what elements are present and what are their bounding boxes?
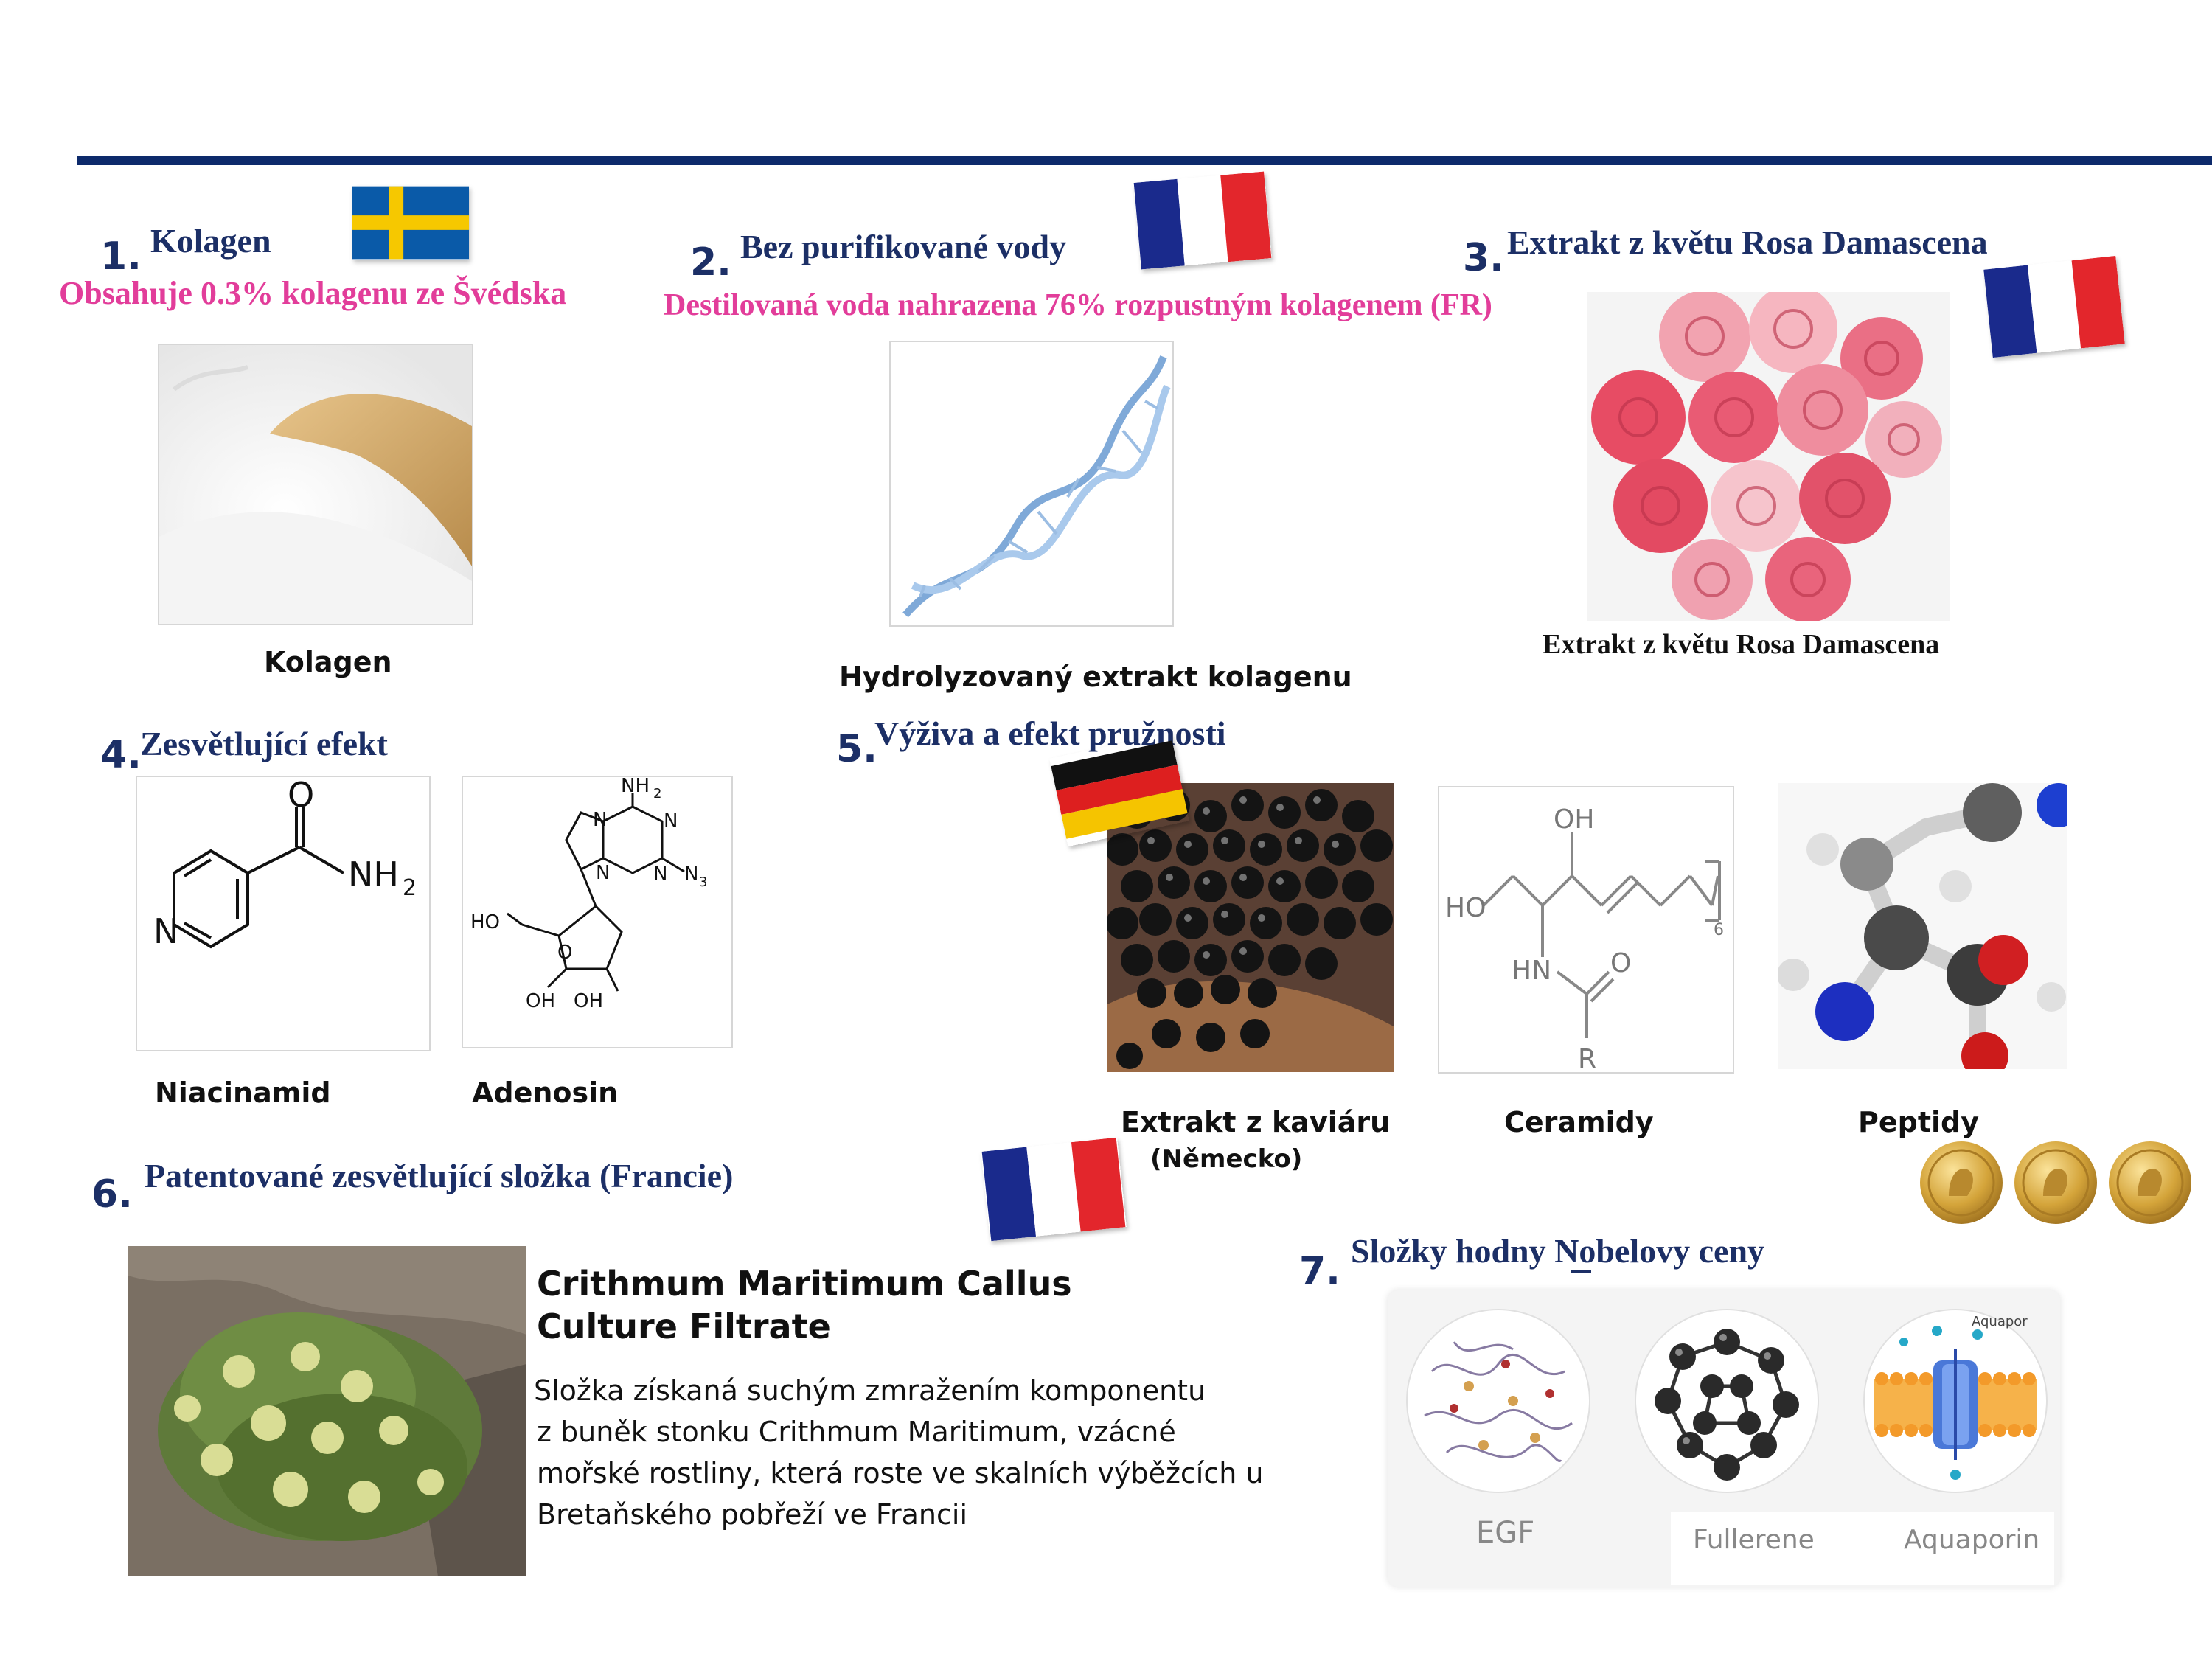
france-flag — [981, 1137, 1127, 1242]
nobel-components-panel: Aquapor EGF Fullerene Aquaporin — [1388, 1290, 2060, 1587]
section-1-number: 1. — [100, 234, 142, 279]
peptide-model-image — [1778, 783, 2067, 1069]
egf-image — [1406, 1309, 1590, 1493]
peptide-caption: Peptidy — [1858, 1106, 1979, 1138]
section-6-number: 6. — [91, 1172, 133, 1217]
section-2-number: 2. — [690, 240, 731, 285]
svg-text:HO: HO — [1445, 893, 1486, 923]
svg-text:R: R — [1578, 1044, 1596, 1072]
roses-image — [1587, 292, 1950, 621]
section-6-body-line3: mořské rostliny, která roste ve skalních… — [537, 1457, 1264, 1489]
nobel-medal-icon — [2109, 1141, 2191, 1224]
nitrogen-label: N — [153, 911, 178, 951]
section-6-body-line2: z buněk stonku Crithmum Maritimum, vzácn… — [537, 1416, 1176, 1448]
svg-text:OH: OH — [526, 990, 555, 1012]
section-3-title: Extrakt z květu Rosa Damascena — [1507, 223, 1988, 261]
svg-text:HO: HO — [470, 911, 500, 933]
niacinamide-structure: N O NH 2 — [136, 776, 431, 1051]
amide-label: NH — [348, 855, 399, 894]
aquaporin-label: Aquaporin — [1904, 1525, 2040, 1555]
section-2-subtitle: Destilovaná voda nahrazena 76% rozpustný… — [664, 288, 1492, 322]
section-6-body-line4: Bretaňského pobřeží ve Francii — [537, 1498, 968, 1531]
svg-text:2: 2 — [403, 875, 417, 901]
section-6-heading-line2: Culture Filtrate — [537, 1307, 831, 1346]
svg-text:6: 6 — [1714, 921, 1724, 939]
svg-text:HN: HN — [1512, 956, 1551, 986]
svg-text:2: 2 — [653, 786, 661, 801]
section-7-title: Složky hodny Nobelovy ceny — [1351, 1232, 1765, 1270]
oxygen-label: O — [288, 777, 314, 815]
caviar-image — [1107, 783, 1394, 1072]
label-strip — [1671, 1512, 2054, 1585]
section-4-number: 4. — [100, 733, 142, 777]
ceramide-structure: OH HO HN O R 6 — [1438, 786, 1734, 1074]
svg-text:3: 3 — [699, 874, 707, 890]
collagen-powder-image — [158, 344, 473, 625]
france-flag — [1133, 171, 1272, 270]
svg-text:O: O — [557, 942, 572, 964]
section-1-caption: Kolagen — [264, 646, 392, 678]
adenosine-caption: Adenosin — [472, 1077, 619, 1109]
aquaporin-tag: Aquapor — [1972, 1314, 2028, 1329]
fullerene-image — [1635, 1309, 1819, 1493]
caviar-caption: Extrakt z kaviáru — [1121, 1106, 1391, 1138]
svg-text:N: N — [653, 863, 667, 886]
section-4-title: Zesvětlující efekt — [140, 725, 388, 762]
crithmum-plant-image — [128, 1246, 526, 1576]
svg-text:O: O — [1610, 948, 1631, 978]
section-2-caption: Hydrolyzovaný extrakt kolagenu — [839, 661, 1352, 693]
section-2-title: Bez purifikované vody — [740, 228, 1067, 265]
svg-text:OH: OH — [1554, 804, 1594, 835]
title-underline-mark — [1571, 1270, 1591, 1273]
nobel-medals — [1916, 1137, 2197, 1225]
header-rule — [77, 156, 2212, 165]
ceramide-caption: Ceramidy — [1504, 1106, 1654, 1138]
nobel-medal-icon — [1920, 1141, 2003, 1224]
section-6-body-line1: Složka získaná suchým zmražením komponen… — [534, 1374, 1206, 1407]
section-3-caption: Extrakt z květu Rosa Damascena — [1543, 629, 1940, 660]
niacinamide-caption: Niacinamid — [155, 1077, 331, 1109]
dna-helix-image — [889, 341, 1174, 627]
svg-text:OH: OH — [574, 990, 603, 1012]
section-7-number: 7. — [1299, 1249, 1340, 1293]
aquaporin-image: Aquapor — [1863, 1309, 2048, 1493]
section-6-heading-line1: Crithmum Maritimum Callus — [537, 1264, 1072, 1304]
section-5-number: 5. — [836, 727, 877, 771]
fullerene-label: Fullerene — [1693, 1525, 1815, 1555]
france-flag — [1983, 255, 2125, 358]
egf-label: EGF — [1476, 1516, 1535, 1550]
svg-text:N: N — [596, 862, 610, 884]
section-1-title: Kolagen — [150, 222, 271, 260]
section-3-number: 3. — [1463, 236, 1504, 280]
section-6-title: Patentované zesvětlující složka (Francie… — [145, 1157, 734, 1194]
svg-text:N: N — [684, 863, 698, 886]
sweden-flag — [352, 186, 469, 260]
svg-text:NH: NH — [621, 777, 650, 797]
caviar-origin-caption: (Německo) — [1150, 1144, 1303, 1174]
nobel-medal-icon — [2014, 1141, 2097, 1224]
germany-flag — [1049, 733, 1189, 846]
svg-text:N: N — [593, 809, 607, 831]
svg-text:N: N — [664, 810, 678, 832]
section-1-subtitle: Obsahuje 0.3% kolagenu ze Švédska — [59, 275, 567, 311]
